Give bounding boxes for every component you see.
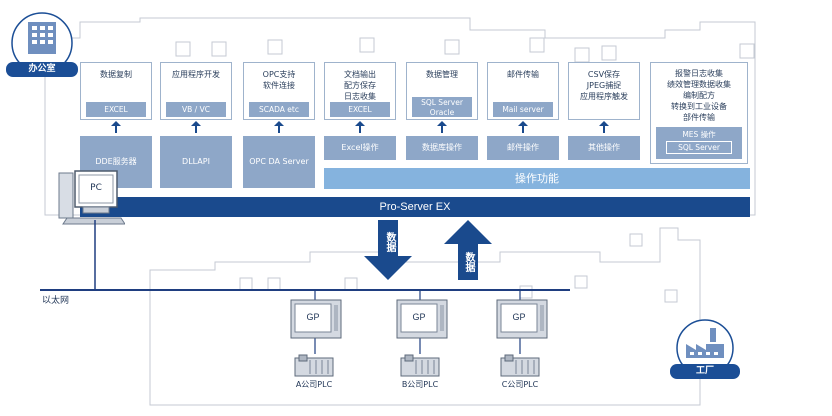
data-down-label: 数据 (384, 232, 395, 252)
plc-label: C公司PLC (501, 380, 539, 389)
plc-unit-icon (294, 354, 334, 377)
office-roof-windows (175, 37, 755, 63)
factory-badge-label: 工厂 (670, 364, 740, 379)
column-title: 文档输出 配方保存 日志收集 (344, 70, 376, 101)
mes-sub-label: MES 操作 (682, 130, 716, 139)
plc-label: B公司PLC (401, 380, 439, 389)
mes-sub-value: SQL Server (666, 141, 732, 154)
column-title: 应用程序开发 (172, 70, 220, 79)
up-arrow-icon (518, 121, 528, 133)
column-title: 数据复制 (100, 70, 132, 79)
ethernet-label: 以太网 (42, 296, 70, 306)
column-sub-label: SQL Server Oracle (412, 97, 472, 117)
column-box-2: 应用程序开发 VB / VC (160, 62, 232, 120)
column-box-1: 数据复制 EXCEL (80, 62, 152, 120)
factory-icon (676, 319, 734, 377)
gp-label: GP (306, 312, 320, 322)
up-arrow-icon (437, 121, 447, 133)
gp-terminal-icon (396, 299, 448, 339)
column-box-3: OPC支持 软件连接 SCADA etc (243, 62, 315, 120)
pro-server-bar: Pro-Server EX (80, 197, 750, 217)
mes-panel: MES 操作 SQL Server (656, 127, 742, 159)
data-up-arrow (444, 220, 492, 280)
column-function: 其他操作 (568, 136, 640, 160)
office-badge: 办公室 (6, 12, 78, 78)
pc-label: PC (90, 183, 102, 193)
column-title: 数据管理 (426, 70, 458, 79)
column-sub-label: EXCEL (330, 102, 390, 117)
gp-label: GP (412, 312, 426, 322)
gp-label: GP (512, 312, 526, 322)
column-sub-label: SCADA etc (249, 102, 309, 117)
pc-computer-icon (58, 170, 125, 225)
data-arrows (364, 220, 492, 280)
gp-terminal-icon (290, 299, 342, 339)
office-badge-label: 办公室 (6, 62, 78, 77)
gp-terminal-icon (496, 299, 548, 339)
column-sub-label: VB / VC (166, 102, 226, 117)
column-title: 邮件传输 (507, 70, 539, 79)
mes-box: 报警日志收集 绩效管理数据收集 编制配方 转换到工业设备 部件传输 MES 操作… (650, 62, 748, 164)
column-function: OPC DA Server (243, 136, 315, 188)
plc-unit-icon (500, 354, 540, 377)
column-function: 数据库操作 (406, 136, 478, 160)
column-function: DLLAPI (160, 136, 232, 188)
column-box-7: CSV保存 JPEG捕捉 应用程序触发 (568, 62, 640, 120)
up-arrow-icon (355, 121, 365, 133)
column-function: 邮件操作 (487, 136, 559, 160)
column-sub-label: EXCEL (86, 102, 146, 117)
factory-windows (239, 233, 678, 303)
operation-bar: 操作功能 (324, 168, 750, 189)
column-box-6: 邮件传输 Mail server (487, 62, 559, 120)
data-up-label: 数据 (463, 252, 474, 272)
column-sub-label: Mail server (493, 102, 553, 117)
mes-title: 报警日志收集 绩效管理数据收集 编制配方 转换到工业设备 部件传输 (667, 69, 731, 122)
column-box-5: 数据管理 SQL Server Oracle (406, 62, 478, 120)
up-arrow-icon (111, 121, 121, 133)
up-arrow-icon (599, 121, 609, 133)
data-down-arrow (364, 220, 412, 280)
up-arrow-icon (191, 121, 201, 133)
column-title: CSV保存 JPEG捕捉 应用程序触发 (580, 70, 628, 101)
column-title: OPC支持 软件连接 (262, 70, 296, 90)
factory-badge: 工厂 (668, 318, 742, 382)
up-arrow-icon (274, 121, 284, 133)
plc-unit-icon (400, 354, 440, 377)
column-function: Excel操作 (324, 136, 396, 160)
plc-label: A公司PLC (295, 380, 333, 389)
